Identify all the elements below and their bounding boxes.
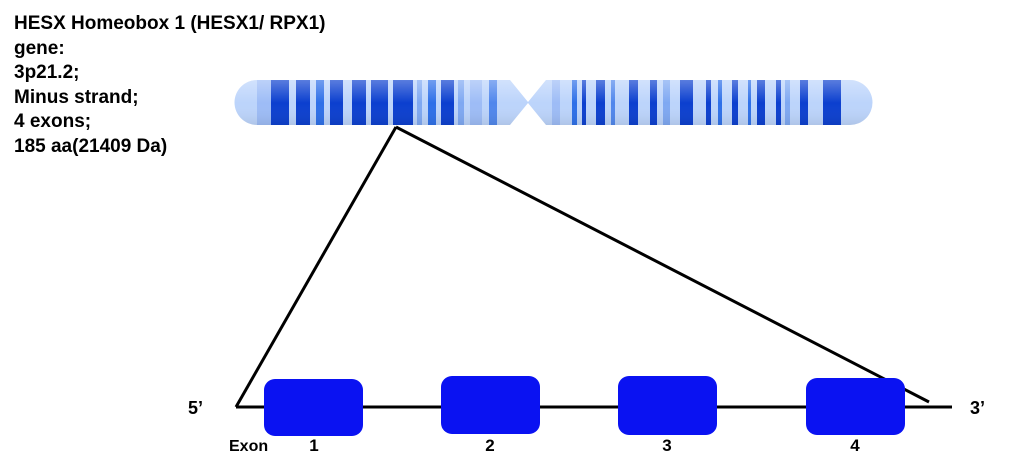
exon-box-2 [441, 376, 540, 434]
gene-info: HESX Homeobox 1 (HESX1/ RPX1) gene: 3p21… [14, 12, 325, 159]
zoom-line-left [234, 126, 398, 408]
chromosome-ideogram [234, 80, 873, 125]
three-prime-label: 3’ [970, 398, 986, 418]
exon-number-1: 1 [309, 436, 319, 455]
gene-protein-size: 185 aa(21409 Da) [14, 135, 168, 157]
exon-box-1 [264, 379, 363, 436]
exon-number-4: 4 [850, 436, 860, 455]
gene-exon-count: 4 exons; [14, 111, 92, 132]
exon-number-2: 2 [485, 436, 495, 455]
gene-title: HESX Homeobox 1 (HESX1/ RPX1) [14, 13, 326, 34]
exon-axis-label: Exon [229, 438, 269, 455]
gene-location: 3p21.2; [14, 62, 80, 83]
zoom-line-right [395, 125, 930, 404]
gene-label: gene: [14, 37, 65, 59]
exon-box-3 [618, 376, 717, 435]
gene-strand: Minus strand; [14, 86, 139, 108]
exon-box-4 [806, 378, 905, 435]
exon-number-3: 3 [662, 436, 672, 455]
five-prime-label: 5’ [188, 398, 204, 418]
